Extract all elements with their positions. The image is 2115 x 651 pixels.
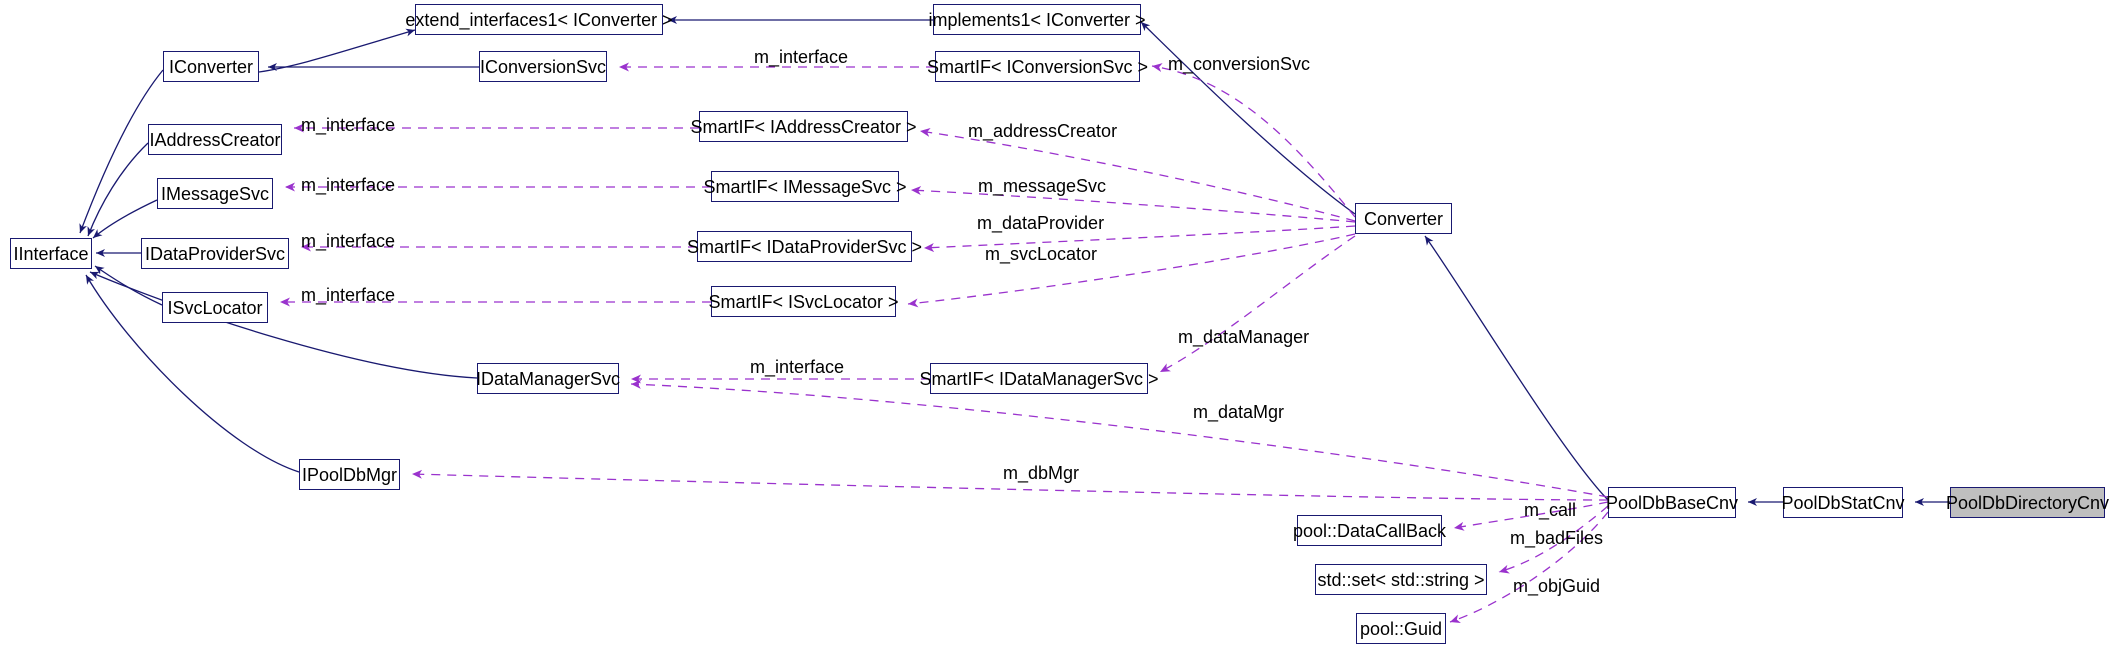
edge-label-lbl-m-interface-1: m_interface (754, 47, 849, 67)
class-node-iconversionsvc[interactable]: IConversionSvc (479, 51, 607, 82)
class-node-pool_datacallback[interactable]: pool::DataCallBack (1293, 515, 1446, 546)
class-node-iconverter[interactable]: IConverter (163, 51, 259, 82)
class-node-isvclocator[interactable]: ISvcLocator (162, 292, 268, 323)
edge-label-lbl-m-addresscreator: m_addressCreator (968, 121, 1118, 141)
edge-label-lbl-m-conversionsvc: m_conversionSvc (1168, 54, 1311, 74)
class-node-extend_interfaces1[interactable]: extend_interfaces1< IConverter > (405, 4, 673, 35)
class-node-idatamanagersvc[interactable]: IDataManagerSvc (476, 363, 620, 394)
edge-label-lbl-m-interface-4: m_interface (301, 231, 396, 251)
class-node-smartif_iconversionsvc[interactable]: SmartIF< IConversionSvc > (927, 51, 1148, 82)
class-node-smartif_imessagesvc[interactable]: SmartIF< IMessageSvc > (703, 171, 907, 202)
edge-label-lbl-m-badfiles: m_badFiles (1510, 528, 1604, 548)
class-node-smartif_iaddresscreator[interactable]: SmartIF< IAddressCreator > (690, 111, 917, 142)
edge-label-lbl-m-datamanager: m_dataManager (1178, 327, 1310, 347)
edge-label-lbl-m-call: m_call (1524, 500, 1577, 520)
edge-label-lbl-m-interface-2: m_interface (301, 115, 396, 135)
edge-label-lbl-m-messagesvc: m_messageSvc (978, 176, 1107, 196)
class-node-pooldbstatcnv[interactable]: PoolDbStatCnv (1781, 487, 1905, 518)
edge-label-lbl-m-dataprovider: m_dataProvider (977, 213, 1105, 233)
usage-edge-12 (630, 379, 1609, 498)
class-node-idataprovidersvc[interactable]: IDataProviderSvc (141, 238, 289, 269)
class-node-pool_guid[interactable]: pool::Guid (1356, 613, 1446, 644)
inheritance-edge-10 (1140, 21, 1356, 215)
class-node-implements1[interactable]: implements1< IConverter > (928, 4, 1146, 35)
class-node-smartif_isvclocator[interactable]: SmartIF< ISvcLocator > (708, 286, 899, 317)
class-node-std_set_string[interactable]: std::set< std::string > (1315, 564, 1487, 595)
class-node-iinterface[interactable]: IInterface (10, 238, 92, 269)
inheritance-edge-11 (1424, 235, 1609, 501)
edge-label-lbl-m-interface-6: m_interface (750, 357, 845, 377)
usage-edge-10 (907, 233, 1356, 308)
class-node-smartif_idataprovidersvc[interactable]: SmartIF< IDataProviderSvc > (687, 231, 922, 262)
class-node-smartif_idatamanagersvc[interactable]: SmartIF< IDataManagerSvc > (919, 363, 1159, 394)
inheritance-edge-0 (258, 28, 416, 73)
edge-label-lbl-m-objguid: m_objGuid (1513, 576, 1601, 596)
edge-label-lbl-m-dbmgr: m_dbMgr (1003, 463, 1080, 483)
inheritance-edge-7 (94, 265, 163, 306)
class-node-iaddresscreator[interactable]: IAddressCreator (148, 124, 282, 155)
edge-label-lbl-m-svclocator: m_svcLocator (985, 244, 1098, 264)
class-node-converter[interactable]: Converter (1355, 203, 1452, 234)
inheritance-edge-8 (89, 271, 478, 379)
class-node-ipooldbmgr[interactable]: IPoolDbMgr (299, 459, 400, 490)
usage-edge-11 (1159, 235, 1356, 373)
edge-label-lbl-m-interface-3: m_interface (301, 175, 396, 195)
class-node-pooldbdirectorycnv[interactable]: PoolDbDirectoryCnv (1946, 487, 2109, 518)
class-node-pooldbbasecnv[interactable]: PoolDbBaseCnv (1606, 487, 1738, 518)
usage-edge-6 (1151, 63, 1356, 218)
edge-label-lbl-m-interface-5: m_interface (301, 285, 396, 305)
class-node-imessagesvc[interactable]: IMessageSvc (157, 178, 273, 209)
edge-label-lbl-m-datamgr: m_dataMgr (1193, 402, 1285, 422)
inheritance-edge-5 (92, 199, 158, 239)
inheritance-edge-4 (87, 142, 149, 237)
